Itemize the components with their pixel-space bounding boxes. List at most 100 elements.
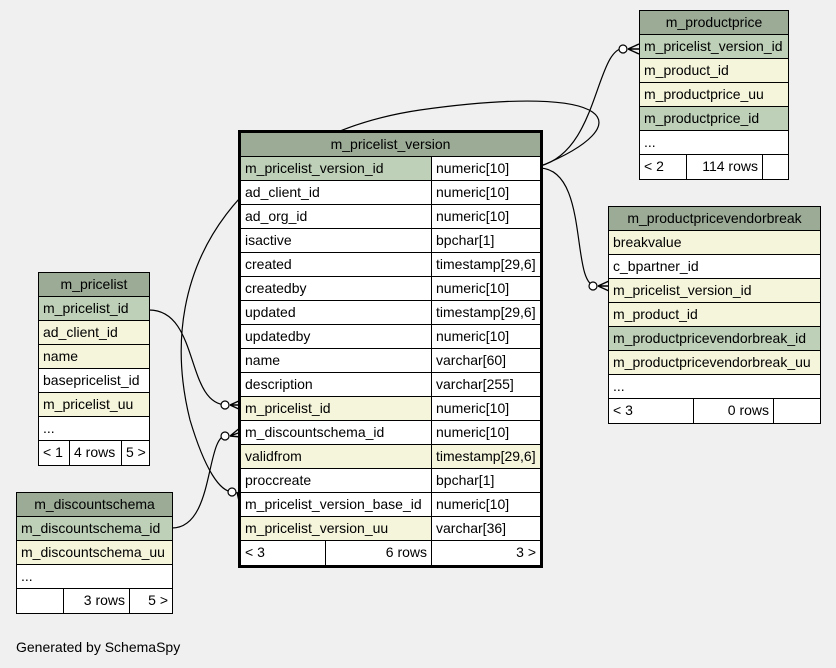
parents-link[interactable]: < 2 [644, 158, 664, 174]
column-type: varchar[60] [431, 349, 540, 372]
table-title[interactable]: m_productprice [640, 11, 788, 35]
parents-link[interactable] [17, 589, 63, 613]
generated-by-note: Generated by SchemaSpy [16, 639, 181, 655]
children-link[interactable]: 5 > [129, 589, 172, 613]
column-row: ad_client_id numeric[10] [241, 181, 540, 205]
table-title[interactable]: m_discountschema [17, 493, 172, 517]
parents-link[interactable]: < 3 [245, 544, 265, 560]
column-name: ad_client_id [245, 184, 320, 200]
column-name: m_productpricevendorbreak_uu [613, 354, 811, 370]
table-footer: < 3 0 rows [609, 399, 820, 423]
column-type: numeric[10] [431, 181, 540, 204]
column-name: isactive [245, 232, 292, 248]
relation-end-circle [227, 487, 237, 497]
column-name: ... [21, 568, 33, 584]
table-m-pricelist-version[interactable]: m_pricelist_version m_pricelist_version_… [238, 130, 543, 568]
table-footer: 3 rows 5 > [17, 589, 172, 613]
column-type: numeric[10] [431, 421, 540, 444]
table-m-pricelist[interactable]: m_pricelist m_pricelist_id ad_client_id … [38, 272, 150, 466]
column-name: m_productprice_id [644, 110, 760, 126]
column-name: m_productprice_uu [644, 86, 764, 102]
parents-link[interactable]: < 1 [43, 444, 63, 460]
children-link[interactable]: 5 > [121, 441, 149, 465]
column-row: m_pricelist_version_base_id numeric[10] [241, 493, 540, 517]
row-count: 3 rows [63, 589, 129, 613]
column-name: m_pricelist_id [241, 397, 431, 420]
table-title[interactable]: m_productpricevendorbreak [609, 207, 820, 231]
column-name: name [43, 348, 79, 364]
column-type: numeric[10] [431, 205, 540, 228]
relation-version-pricelist [148, 309, 228, 406]
column-row: m_pricelist_uu [39, 393, 149, 417]
row-count: 0 rows [693, 399, 773, 423]
table-title[interactable]: m_pricelist [39, 273, 149, 297]
column-row: name [39, 345, 149, 369]
column-type: numeric[10] [431, 277, 540, 300]
column-name: m_pricelist_version_id [644, 38, 783, 54]
column-name: ... [613, 378, 625, 394]
column-name: created [245, 256, 292, 272]
column-type: timestamp[29,6] [431, 301, 540, 324]
column-row: createdby numeric[10] [241, 277, 540, 301]
children-link[interactable] [773, 399, 820, 423]
column-name: m_productpricevendorbreak_id [613, 330, 806, 346]
crowfoot-marker [627, 43, 640, 55]
children-link[interactable]: 3 > [431, 541, 540, 565]
column-name: m_pricelist_version_base_id [245, 496, 422, 512]
row-count: 114 rows [686, 155, 762, 179]
column-row: m_pricelist_version_id [640, 35, 788, 59]
column-row: breakvalue [609, 231, 820, 255]
table-m-productprice[interactable]: m_productprice m_pricelist_version_id m_… [639, 10, 789, 180]
column-name: m_discountschema_id [21, 520, 161, 536]
column-row: ... [640, 131, 788, 155]
column-type: numeric[10] [431, 493, 540, 516]
relation-end-circle [220, 431, 230, 441]
column-name: m_product_id [644, 62, 729, 78]
relation-end-circle [588, 281, 598, 291]
table-title[interactable]: m_pricelist_version [241, 133, 540, 157]
column-name: m_pricelist_version_id [245, 160, 384, 176]
column-type: timestamp[29,6] [431, 253, 540, 276]
table-m-productpricevendorbreak[interactable]: m_productpricevendorbreak breakvalue c_b… [608, 206, 821, 424]
column-name: ad_org_id [245, 208, 308, 224]
column-name: m_pricelist_id [43, 300, 129, 316]
column-row: m_productpricevendorbreak_id [609, 327, 820, 351]
column-row: ad_org_id numeric[10] [241, 205, 540, 229]
column-type: varchar[255] [431, 373, 540, 396]
column-name: proccreate [245, 472, 312, 488]
column-row: created timestamp[29,6] [241, 253, 540, 277]
table-m-discountschema[interactable]: m_discountschema m_discountschema_id m_d… [16, 492, 173, 614]
column-name: createdby [245, 280, 307, 296]
relation-end-circle [618, 44, 628, 54]
column-row: m_pricelist_version_id numeric[10] [241, 157, 540, 181]
table-footer: < 2 114 rows [640, 155, 788, 179]
column-type: numeric[10] [431, 325, 540, 348]
relation-productprice-version [539, 47, 627, 167]
column-name: ... [43, 420, 55, 436]
column-row: m_product_id [640, 59, 788, 83]
column-row: m_productpricevendorbreak_uu [609, 351, 820, 375]
column-row: m_product_id [609, 303, 820, 327]
column-row: m_productprice_uu [640, 83, 788, 107]
column-row: m_pricelist_id [39, 297, 149, 321]
column-row: validfrom timestamp[29,6] [241, 445, 540, 469]
column-row: m_discountschema_uu [17, 541, 172, 565]
relation-vendorbreak-version [539, 167, 597, 287]
column-type: numeric[10] [431, 157, 540, 180]
parents-link[interactable]: < 3 [613, 402, 633, 418]
column-type: timestamp[29,6] [431, 445, 540, 468]
table-footer: < 1 4 rows 5 > [39, 441, 149, 465]
children-link[interactable] [762, 155, 788, 179]
column-name: validfrom [245, 448, 302, 464]
column-name: m_pricelist_uu [43, 396, 134, 412]
column-name: m_discountschema_uu [21, 544, 165, 560]
column-row: ... [609, 375, 820, 399]
column-name: breakvalue [613, 234, 682, 250]
column-row: m_pricelist_version_id [609, 279, 820, 303]
